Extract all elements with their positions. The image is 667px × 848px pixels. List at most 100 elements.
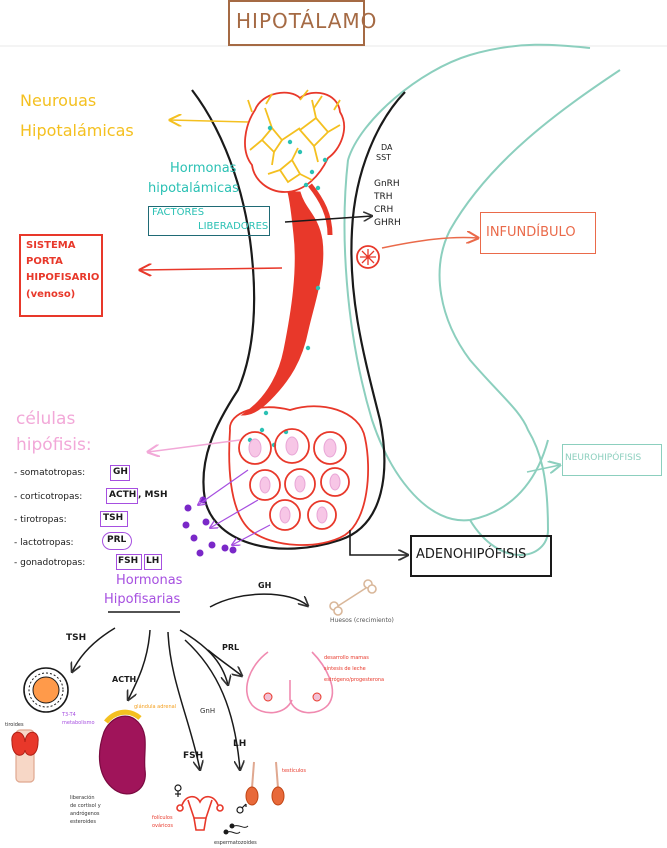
breast-note-2: síntesis de leche xyxy=(324,666,366,672)
infundibulum-box xyxy=(480,212,596,254)
yellow-neurons xyxy=(247,89,341,184)
portal-vessel-top xyxy=(308,183,333,236)
arrow-prl-label: PRL xyxy=(222,643,240,652)
hormone-crh: CRH xyxy=(374,205,394,215)
breast-note-3: estrógeno/progesterona xyxy=(324,677,385,683)
follicles-line2: ováricos xyxy=(152,823,173,829)
acth-box xyxy=(106,488,138,504)
adrenal-note-2: de cortisol y xyxy=(70,803,101,809)
cell-gh: GH xyxy=(113,467,128,477)
adenohypophysis-label: ADENOHIPÓFISIS xyxy=(416,547,527,562)
hormone-trh: TRH xyxy=(374,192,393,202)
cell-corticotropas: - corticotropas: xyxy=(14,492,83,502)
infundibulum-label: INFUNDÍBULO xyxy=(486,225,576,240)
uterus-icon xyxy=(176,795,224,831)
title-box xyxy=(228,0,365,46)
hormones-label-line2: hipotalámicas xyxy=(148,181,239,196)
arrow-acth-label: ACTH xyxy=(112,675,137,684)
hormones-label-line1: Hormonas xyxy=(170,161,237,176)
arrow-lh-label: LH xyxy=(233,739,247,749)
cell-fsh: FSH xyxy=(118,556,139,566)
hormone-sst: SST xyxy=(376,153,392,162)
neurohypophysis-label: NEUROHIPÓFISIS xyxy=(565,453,642,463)
cell-somatotropas: - somatotropas: xyxy=(14,468,86,478)
cell-lactotropas: - lactotropas: xyxy=(14,538,74,548)
lh-box xyxy=(144,554,162,570)
vessel-flow-mark xyxy=(315,311,319,326)
cell-msh: , MSH xyxy=(138,490,168,500)
breast-note-1: desarrollo mamas xyxy=(324,655,369,661)
secreted-hormone-dots xyxy=(182,496,237,557)
thyroid-note-2: metabolismo xyxy=(62,720,95,726)
pituitary-hormones-line2: Hipofisarias xyxy=(104,592,181,607)
cascade-arrows xyxy=(72,593,308,770)
fsh-box xyxy=(116,554,142,570)
portal-system-arrow xyxy=(140,268,283,270)
arrow-fsh-label: FSH xyxy=(183,751,204,761)
gh-box xyxy=(110,465,130,481)
arrow-tsh-label: TSH xyxy=(66,633,87,643)
infundibulum-outline xyxy=(438,69,621,556)
cell-secretion-arrows xyxy=(198,469,271,545)
tsh-box xyxy=(100,511,128,527)
neurons-arrow xyxy=(170,120,249,122)
neurons-label-line2: Hipotalámicas xyxy=(20,121,134,140)
adrenal-note-3: andrógenos xyxy=(70,811,100,817)
prl-box xyxy=(102,532,132,550)
portal-line3: HIPOFISARIO xyxy=(26,272,100,283)
sperm-icon xyxy=(223,823,249,835)
factors-box xyxy=(148,206,270,236)
arrow-gh-label: GH xyxy=(258,581,272,590)
adrenal-label: glándula adrenal xyxy=(134,704,177,710)
portal-system-box xyxy=(19,234,103,317)
adenohypophysis-box xyxy=(410,535,552,577)
sex-symbols xyxy=(174,784,247,814)
adenohypophysis-arrow xyxy=(349,530,408,555)
cell-acth: ACTH xyxy=(109,490,137,500)
neurohypophysis-outline xyxy=(343,43,591,522)
neurohypophysis-box xyxy=(562,444,662,476)
pituitary-cells xyxy=(228,405,370,546)
arrow-gnrh-label: GnH xyxy=(200,707,216,715)
cell-gonadotropas: - gonadotropas: xyxy=(14,558,86,568)
cell-lh: LH xyxy=(146,556,160,566)
cell-prl: PRL xyxy=(107,535,127,545)
portal-line4: (venoso) xyxy=(26,289,76,300)
hormone-gnrh: GnRH xyxy=(374,179,400,189)
page-title: HIPOTÁLAMO xyxy=(236,9,378,33)
adrenal-note-4: esteroides xyxy=(70,819,96,825)
thyroid-note-1: T3-T4 xyxy=(62,712,76,718)
thyroid-follicle-icon xyxy=(23,667,69,713)
pituitary-stalk-outline xyxy=(191,89,406,550)
infundibulum-marker xyxy=(356,245,380,269)
factors-arrow xyxy=(284,216,372,223)
neurons-label-line1: Neurouas xyxy=(20,91,97,110)
bones-label: Huesos (crecimiento) xyxy=(330,617,394,624)
factors-line2: LIBERADORES xyxy=(198,221,269,232)
hypothalamic-neurons-blob xyxy=(244,91,345,193)
bone-icon xyxy=(329,579,377,616)
hormone-dots xyxy=(247,125,328,448)
hormone-da: DA xyxy=(381,143,393,152)
cells-title-line2: hipófisis: xyxy=(16,435,92,455)
portal-line1: SISTEMA xyxy=(26,240,76,251)
cell-tirotropas: - tirotropas: xyxy=(14,515,67,525)
breast-icon xyxy=(246,651,334,714)
adrenal-note-1: liberación xyxy=(70,795,95,801)
thyroid-gland-icon xyxy=(11,729,39,783)
testicles-label: testículos xyxy=(282,768,306,774)
pituitary-hormones-line1: Hormonas xyxy=(116,573,183,588)
factors-line1: FACTORES xyxy=(152,207,205,218)
sperm-label: espermatozoides xyxy=(214,840,257,846)
testicles-icon xyxy=(245,761,285,806)
thyroid-label: tiroides xyxy=(5,722,24,728)
adrenal-gland-icon xyxy=(98,709,146,795)
cells-arrow xyxy=(148,439,241,452)
hormone-ghrh: GHRH xyxy=(374,218,401,228)
neurohypophysis-arrow xyxy=(526,465,560,472)
cells-title-line1: células xyxy=(16,409,76,429)
portal-line2: PORTA xyxy=(26,256,63,267)
infundibulum-arrow xyxy=(381,237,478,249)
